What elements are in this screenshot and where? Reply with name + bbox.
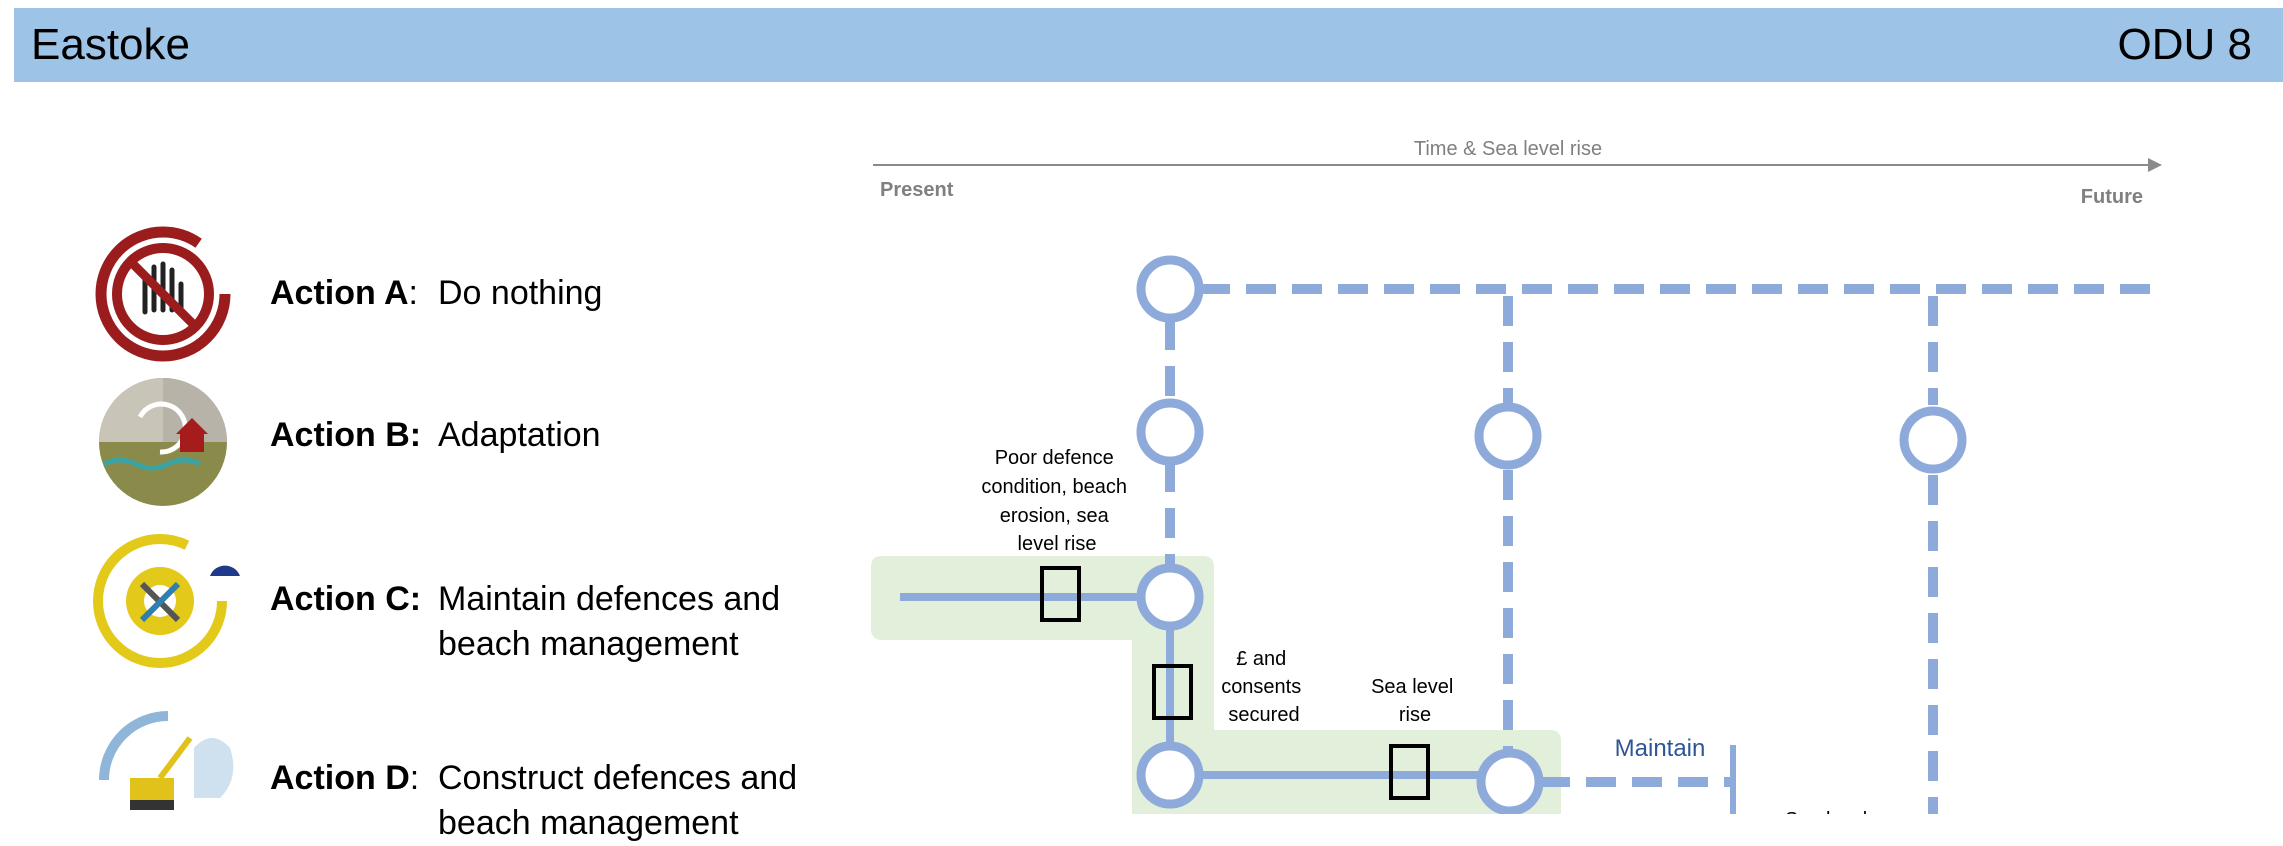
page-title: Eastoke <box>31 20 190 69</box>
action-d-sep: : <box>409 759 420 797</box>
node-action-c-3 <box>1476 748 1544 814</box>
node-action-c-2 <box>1136 741 1204 809</box>
trigger-box-1 <box>1040 566 1081 622</box>
action-a-label: Action A <box>270 274 409 312</box>
adaptive-pathway-diagram: Time & Sea level rise Present Future <box>871 138 2162 814</box>
action-b: Action B: Adaptation <box>270 413 601 458</box>
maintain-label: Maintain <box>1615 735 1706 762</box>
trigger-box-3 <box>1389 744 1430 800</box>
node-action-b-2 <box>1474 402 1542 470</box>
no-hand-icon <box>95 226 231 362</box>
timeline-label: Time & Sea level rise <box>1414 138 1602 160</box>
action-d-label: Action D <box>270 759 410 797</box>
cut-off-label: Sea level <box>1785 809 1867 814</box>
action-a-sep: : <box>408 274 418 312</box>
action-a-description: Do nothing <box>438 274 603 312</box>
timeline-start: Present <box>880 179 954 201</box>
trigger-label-1: Poor defence condition, beach erosion, s… <box>981 447 1132 555</box>
house-flood-icon <box>99 378 227 506</box>
header-bar: Eastoke ODU 8 <box>14 8 2283 82</box>
trigger-label-3: Sea level rise <box>1371 676 1459 726</box>
action-a: Action A: Do nothing <box>270 271 602 316</box>
odu-code: ODU 8 <box>2117 20 2252 69</box>
node-action-a <box>1136 255 1204 323</box>
node-action-b-1 <box>1136 398 1204 466</box>
gear-tools-icon <box>93 534 240 668</box>
action-b-label: Action B: <box>270 416 422 454</box>
node-action-c-1 <box>1136 563 1204 631</box>
action-c-label: Action C: <box>270 580 422 618</box>
action-b-description: Adaptation <box>438 416 601 454</box>
action-c-description: Maintain defences and beach management <box>438 580 781 663</box>
trigger-box-2 <box>1152 664 1193 720</box>
construction-wave-icon <box>99 711 234 810</box>
trigger-label-2: £ and consents secured <box>1221 648 1307 726</box>
timeline-arrowhead <box>2148 158 2162 172</box>
timeline-end: Future <box>2081 186 2143 208</box>
node-action-b-3 <box>1899 406 1967 474</box>
action-c: Action C: Maintain defences and beach ma… <box>270 577 780 663</box>
